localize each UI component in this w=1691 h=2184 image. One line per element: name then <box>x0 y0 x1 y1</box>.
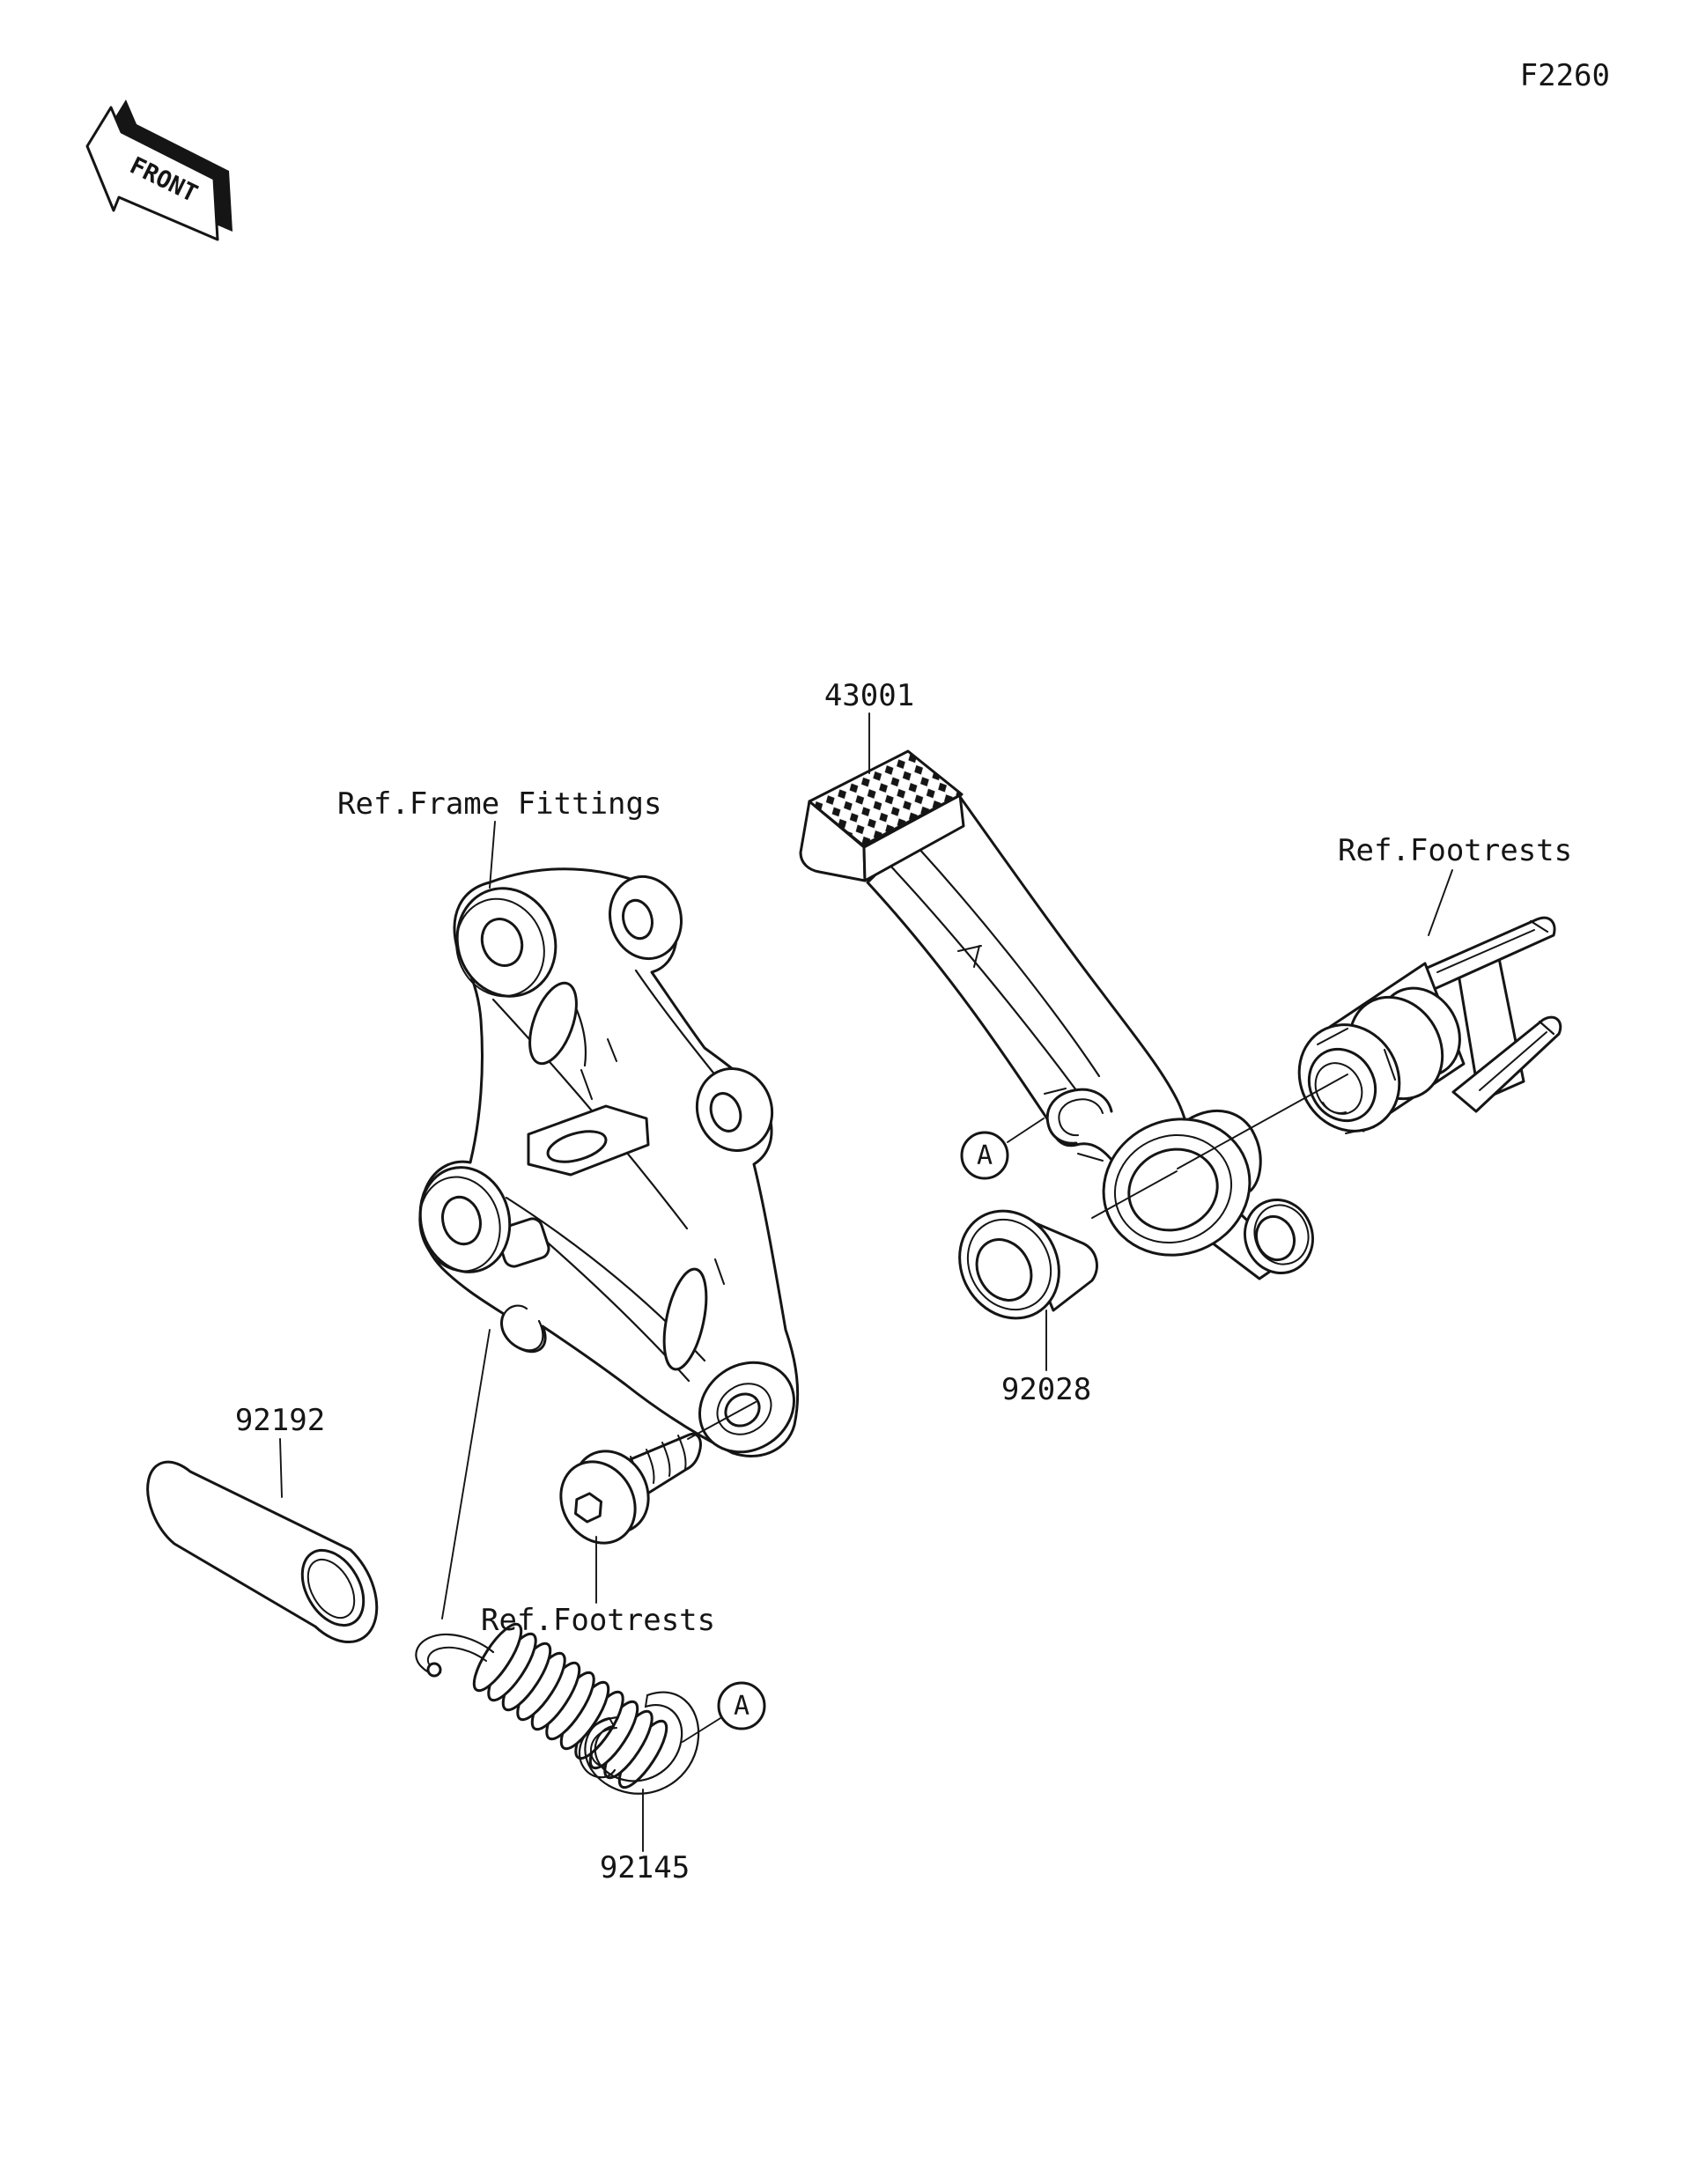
figure-code: F2260 <box>1520 58 1610 93</box>
front-direction-arrow: FRONT <box>85 100 233 241</box>
ref-label-footrests-bottom: Ref.Footrests <box>481 1603 715 1638</box>
flange-bolt <box>559 1432 702 1545</box>
collar-part <box>146 1460 379 1644</box>
detail-callout-letter: A <box>977 1140 993 1171</box>
diagram-labels: F2260 43001 Ref.Frame Fittings Ref.Footr… <box>235 58 1610 1885</box>
ref-label-frame-fittings: Ref.Frame Fittings <box>337 786 661 822</box>
part-label-collar: 92192 <box>235 1403 325 1438</box>
detail-callout-a-lower: A <box>717 1681 766 1730</box>
leader-lines <box>279 712 1453 1852</box>
detail-callout-letter: A <box>734 1691 750 1722</box>
bushing-part <box>958 1209 1098 1320</box>
brake-pedal <box>799 749 1314 1280</box>
footrest-bracket <box>1297 916 1562 1134</box>
detail-callout-a-upper: A <box>960 1131 1009 1180</box>
part-label-spring: 92145 <box>600 1850 690 1885</box>
part-label-brake-pedal: 43001 <box>824 678 914 713</box>
return-spring <box>415 1622 700 1795</box>
ref-label-footrests-right: Ref.Footrests <box>1338 833 1572 868</box>
part-label-bushing: 92028 <box>1001 1372 1091 1407</box>
frame-fitting-bracket <box>418 867 800 1457</box>
